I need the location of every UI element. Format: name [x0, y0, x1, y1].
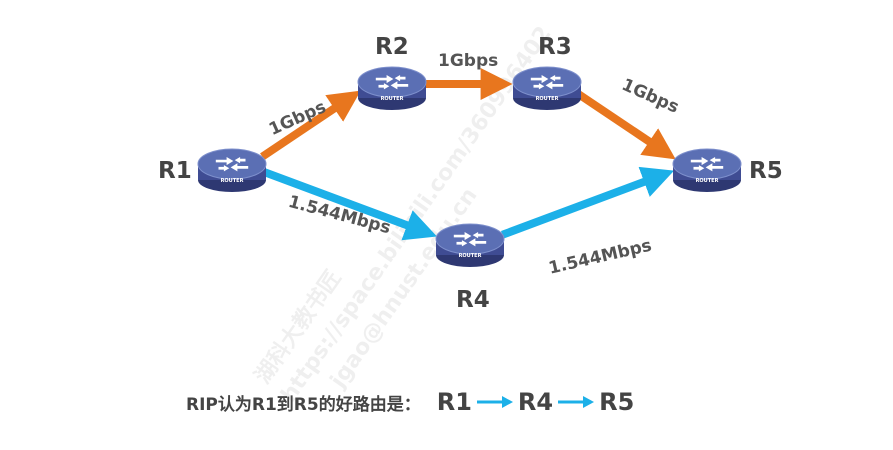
- router-label-r2: R2: [375, 34, 409, 60]
- caption-arrow-icon: [558, 396, 595, 408]
- router-tag: ROUTER: [536, 96, 559, 102]
- route-caption: RIP认为R1到R5的好路由是： R1 R4 R5: [186, 384, 634, 420]
- router-tag: ROUTER: [459, 253, 482, 259]
- router-r5-icon: ROUTER: [672, 148, 742, 192]
- links: [260, 68, 676, 241]
- router-label-r1: R1: [158, 158, 192, 184]
- link-r4-r5: [500, 166, 675, 239]
- link-label-r2-r3: 1Gbps: [438, 51, 498, 71]
- caption-arrow-icon: [476, 396, 513, 408]
- link-r1-r4: [263, 168, 437, 241]
- router-r1-icon: ROUTER: [197, 148, 267, 192]
- router-r4-icon: ROUTER: [435, 223, 505, 267]
- routers: ROUTER ROUTER ROUTER ROUTER ROUTER: [197, 66, 742, 267]
- caption-path-node-2: R4: [517, 388, 554, 416]
- link-r1-r2: [260, 90, 361, 161]
- link-r3-r5: [575, 89, 676, 160]
- router-label-r3: R3: [538, 34, 572, 60]
- caption-path-node-1: R1: [436, 388, 472, 416]
- router-tag: ROUTER: [696, 178, 719, 184]
- caption-text: RIP认为R1到R5的好路由是：: [186, 394, 421, 415]
- router-label-r4: R4: [456, 287, 490, 313]
- router-tag: ROUTER: [381, 96, 404, 102]
- link-label-r4-r5: 1.544Mbps: [547, 236, 654, 279]
- router-r3-icon: ROUTER: [512, 66, 582, 110]
- caption-path-node-3: R5: [599, 388, 635, 416]
- router-tag: ROUTER: [221, 178, 244, 184]
- router-labels: R1 R2 R3 R4 R5: [158, 34, 783, 313]
- router-label-r5: R5: [749, 158, 783, 184]
- link-label-r3-r5: 1Gbps: [619, 75, 682, 118]
- router-r2-icon: ROUTER: [357, 66, 427, 110]
